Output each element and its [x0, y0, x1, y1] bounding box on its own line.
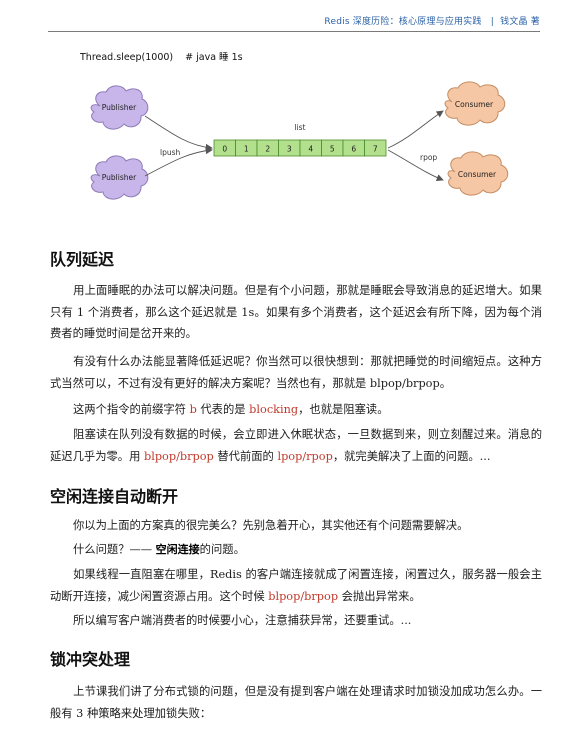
text-lpop-rpop: lpop/rpop	[277, 449, 333, 463]
text-prefix-intro: 这两个指令的前缀字符	[73, 403, 190, 416]
list-cell-label: 5	[330, 145, 335, 154]
text-idle-blpop: blpop/brpop	[268, 589, 339, 603]
section-title-lock-conflict: 锁冲突处理	[50, 650, 131, 669]
consumer-bottom-label: Consumer	[458, 170, 497, 179]
paragraph-idle-3: 如果线程一直阻塞在哪里，Redis 的客户端连接就成了闲置连接，闲置过久，服务器…	[50, 564, 542, 607]
code-comment: # java 睡 1s	[185, 52, 243, 63]
consumer-cloud-bottom: Consumer	[447, 151, 509, 196]
section-title-idle-disconnect: 空闲连接自动断开	[50, 487, 179, 506]
text-idle-4: 所以编写客户端消费者的时候要小心，注意捕获异常，还要重试。...	[73, 614, 412, 627]
text-prefix-after: ，也就是阻塞读。	[298, 403, 389, 416]
text-idle-1: 你以为上面的方案真的很完美么？先别急着开心，其实他还有个问题需要解决。	[73, 519, 469, 532]
publisher-bottom-label: Publisher	[102, 173, 137, 182]
paragraph-idle-1: 你以为上面的方案真的很完美么？先别急着开心，其实他还有个问题需要解决。	[50, 515, 542, 537]
list-cell-label: 0	[222, 145, 227, 154]
text-block-read-intro: 阻塞读在队列没有数据的时候，会立即进入休眠状态，一旦数据到来，则立刻醒过来。消息…	[50, 428, 542, 463]
text-blpop-brpop: blpop/brpop	[143, 449, 214, 463]
text-queue-delay-1: 用上面睡眠的办法可以解决问题。但是有个小问题，那就是睡眠会导致消息的延迟增大。如…	[50, 284, 542, 340]
list-cell-label: 7	[373, 145, 378, 154]
paragraph-idle-4: 所以编写客户端消费者的时候要小心，注意捕获异常，还要重试。...	[50, 610, 542, 632]
text-idle-highlight: 空闲连接	[155, 543, 200, 556]
list-cell-label: 6	[351, 145, 356, 154]
code-line: Thread.sleep(1000) # java 睡 1s	[80, 49, 243, 63]
text-lock-1: 上节课我们讲了分布式锁的问题，但是没有提到客户端在处理请求时加锁没加成功怎么办。…	[50, 685, 542, 720]
book-title: Redis 深度历险：核心原理与应用实践	[324, 17, 482, 27]
paragraph-queue-delay-4: 阻塞读在队列没有数据的时候，会立即进入休眠状态，一旦数据到来，则立刻醒过来。消息…	[50, 424, 542, 467]
consumer-top-label: Consumer	[455, 100, 494, 109]
publisher-cloud-top: Publisher	[90, 85, 149, 130]
text-block-read-after: ，就完美解决了上面的问题。...	[332, 449, 491, 463]
list-cells: 0 1 2 3 4 5 6 7	[213, 139, 387, 157]
list-cell-label: 4	[308, 145, 313, 154]
text-idle-question: 什么问题？——	[73, 543, 156, 556]
paragraph-idle-2: 什么问题？—— 空闲连接的问题。	[50, 539, 542, 561]
list-cell-label: 1	[244, 145, 249, 154]
consumer-cloud-top: Consumer	[444, 81, 506, 126]
arrow-publisher-bottom	[144, 146, 213, 177]
paragraph-queue-delay-3: 这两个指令的前缀字符 b 代表的是 blocking，也就是阻塞读。	[50, 399, 542, 421]
paragraph-queue-delay-2: 有没有什么办法能显著降低延迟呢？你当然可以很快想到：那就把睡觉的时间缩短点。这种…	[50, 351, 542, 394]
list-cell	[364, 139, 387, 157]
paragraph-queue-delay-1: 用上面睡眠的办法可以解决问题。但是有个小问题，那就是睡眠会导致消息的延迟增大。如…	[50, 280, 542, 345]
list-cell-label: 3	[287, 145, 292, 154]
code-call: Thread.sleep(1000)	[80, 52, 174, 63]
list-cell-label: 2	[265, 145, 270, 154]
publisher-top-label: Publisher	[102, 103, 137, 112]
arrow-publisher-top	[144, 115, 213, 152]
header-rule	[48, 31, 540, 32]
text-block-read-mid: 替代前面的	[213, 449, 278, 463]
paragraph-lock-1: 上节课我们讲了分布式锁的问题，但是没有提到客户端在处理请求时加锁没加成功怎么办。…	[50, 681, 542, 724]
book-author: 钱文晶 著	[500, 17, 540, 27]
text-prefix-b: b	[189, 403, 197, 416]
text-prefix-mid: 代表的是	[196, 403, 250, 416]
section-title-queue-delay: 队列延迟	[50, 250, 115, 269]
text-idle-3-before: 如果线程一直阻塞在哪里，Redis 的客户端连接就成了闲置连接，闲置过久，服务器…	[50, 568, 542, 603]
arrow-consumer-bottom	[387, 149, 444, 182]
list-label: list	[294, 123, 305, 132]
text-idle-3-after: 会抛出异常来。	[338, 589, 421, 603]
lpush-label: lpush	[160, 148, 181, 157]
text-blocking: blocking	[249, 403, 299, 416]
publisher-cloud-bottom: Publisher	[90, 155, 149, 200]
header-separator: |	[490, 17, 494, 27]
rpop-label: rpop	[420, 153, 437, 162]
running-header: Redis 深度历险：核心原理与应用实践 | 钱文晶 著	[0, 14, 540, 27]
text-queue-delay-2: 有没有什么办法能显著降低延迟呢？你当然可以很快想到：那就把睡觉的时间缩短点。这种…	[50, 355, 542, 390]
text-idle-question-after: 的问题。	[199, 543, 245, 556]
arrow-consumer-top	[387, 110, 444, 149]
